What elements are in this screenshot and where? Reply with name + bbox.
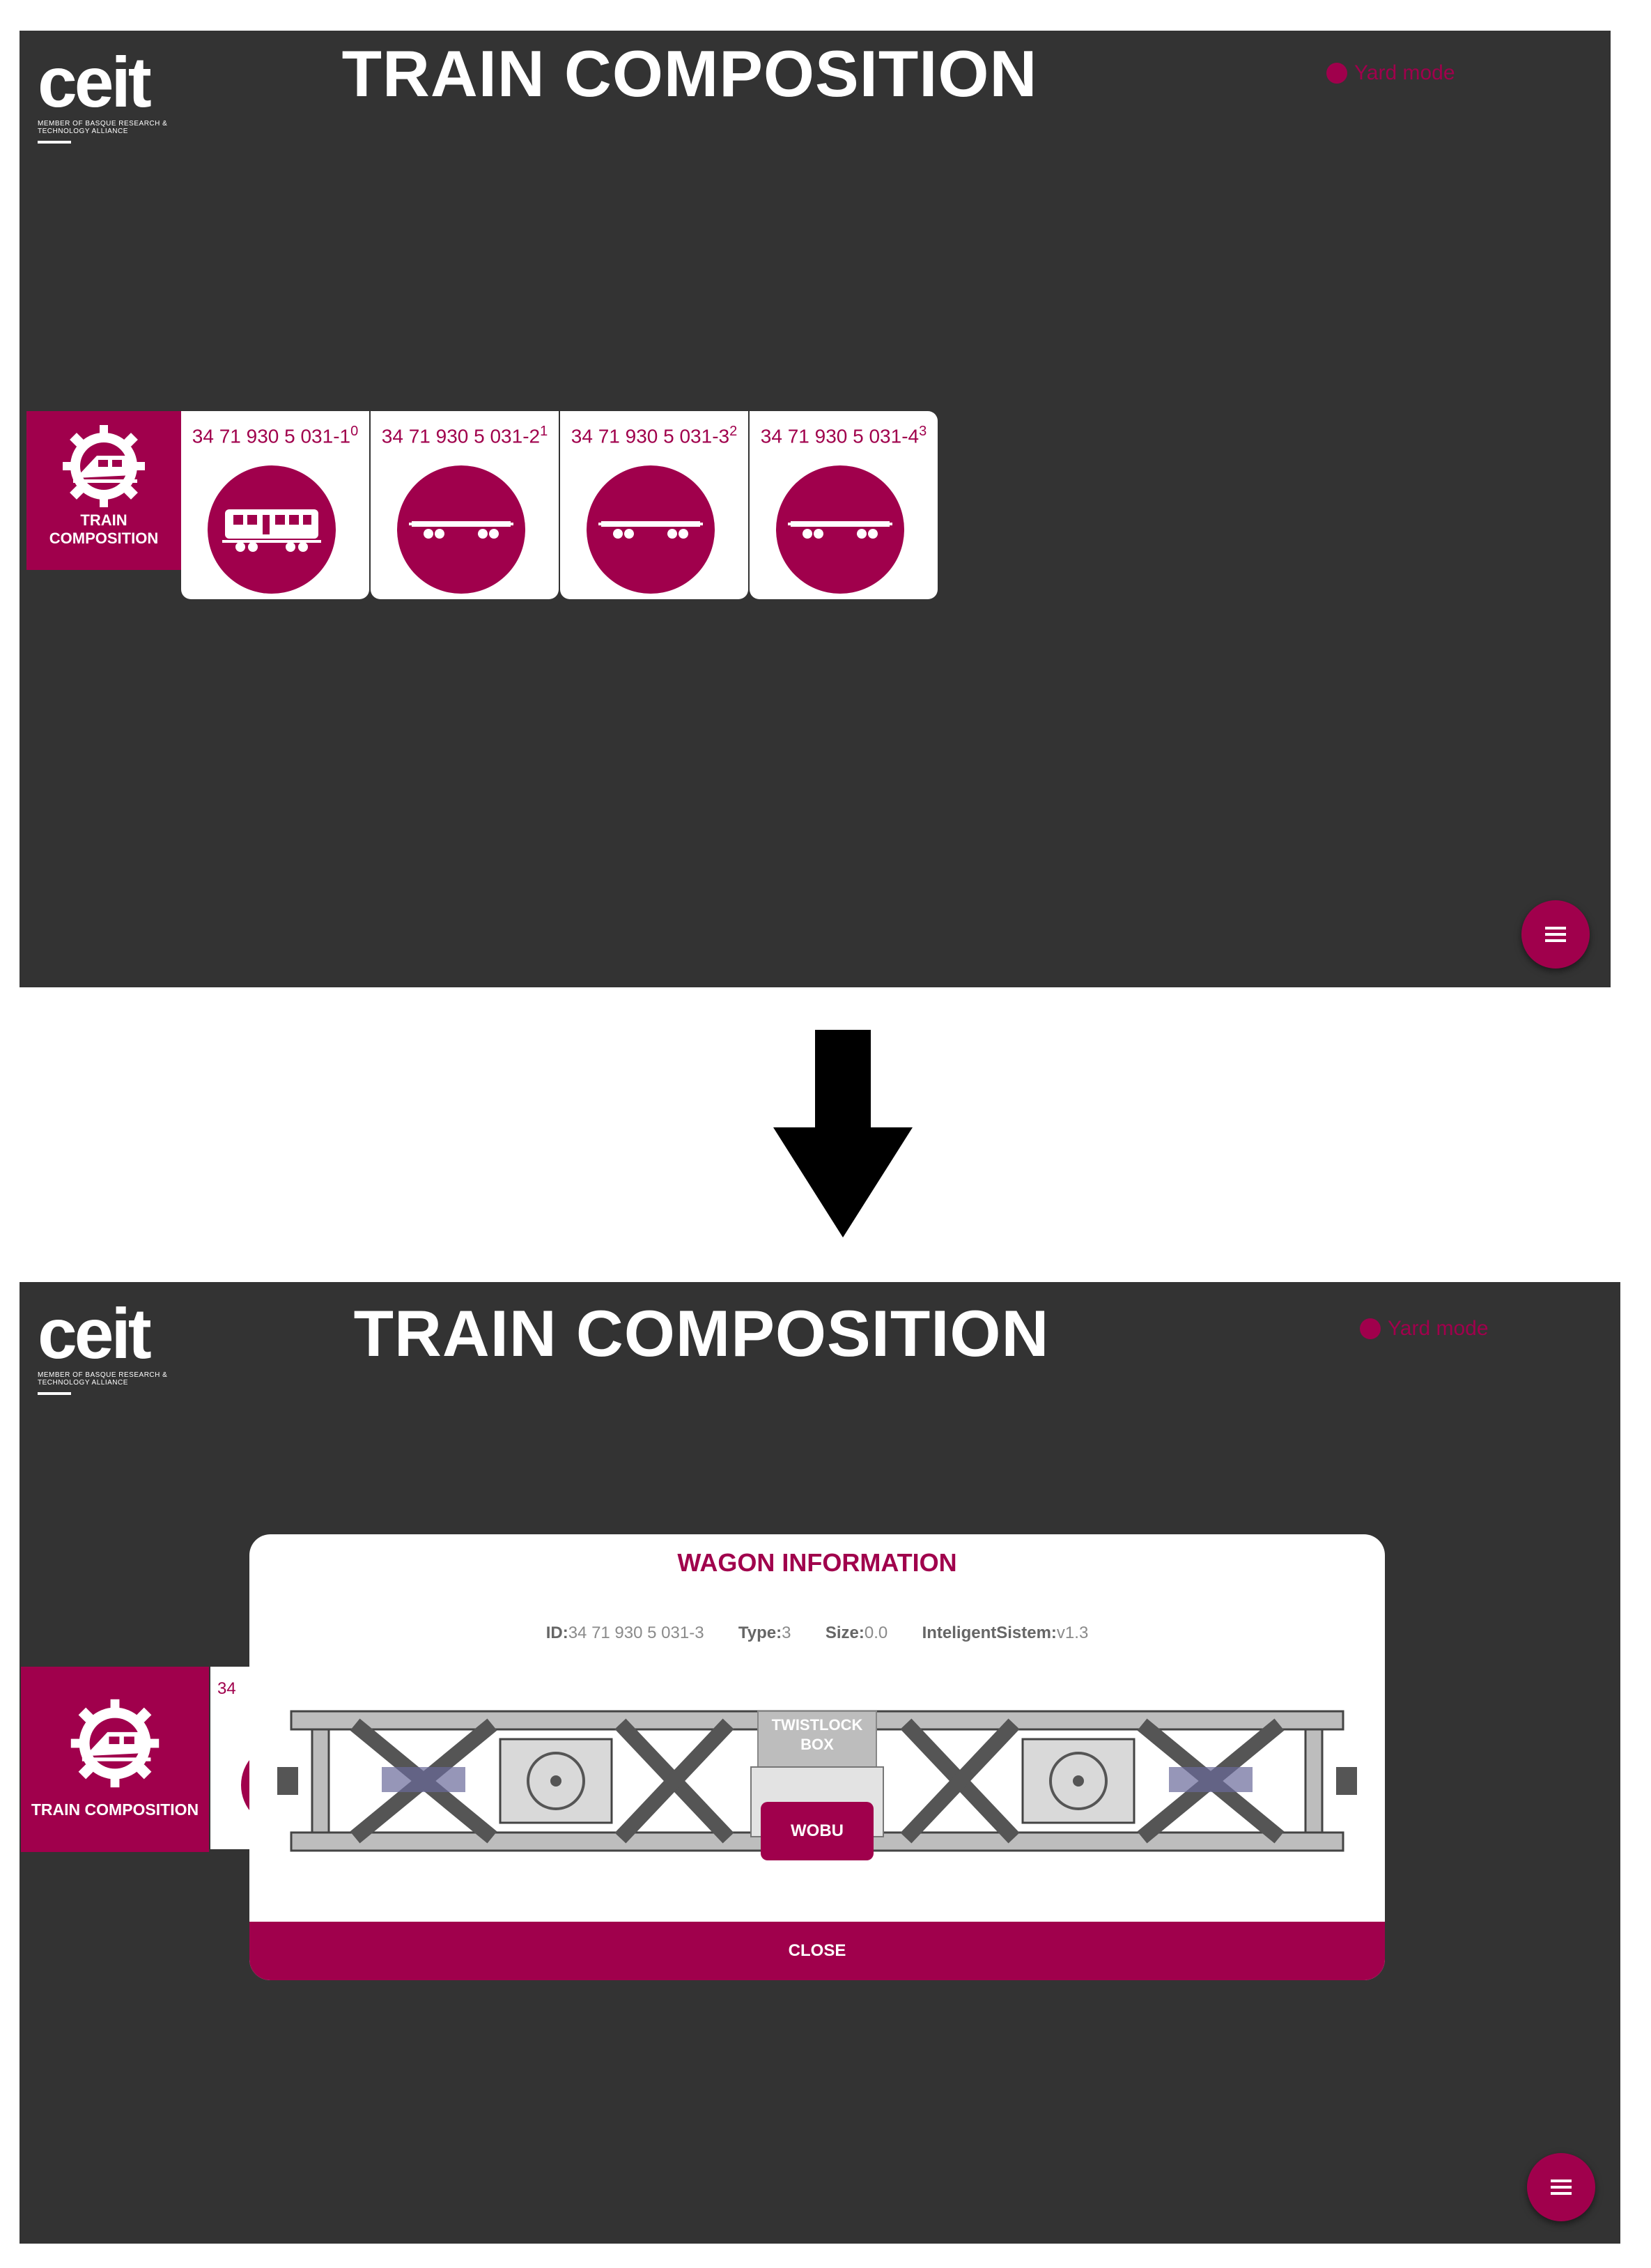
- yard-mode-toggle[interactable]: Yard mode: [1326, 61, 1455, 85]
- modal-title: WAGON INFORMATION: [677, 1548, 957, 1577]
- wagon-index: 3: [919, 424, 927, 439]
- hamburger-menu-icon: [1551, 2186, 1572, 2189]
- wagon-id: 34 71 930 5 031-32: [571, 424, 738, 447]
- yard-mode-toggle[interactable]: Yard mode: [1360, 1317, 1489, 1341]
- system-value: v1.3: [1056, 1623, 1089, 1642]
- wagon-button[interactable]: [208, 465, 336, 594]
- train-composition-tile[interactable]: TRAIN COMPOSITION: [21, 1667, 209, 1852]
- wagon-details: ID:34 71 930 5 031-3 Type:3 Size:0.0 Int…: [249, 1623, 1385, 1643]
- yard-mode-dot-icon: [1326, 63, 1347, 84]
- wagon-index: 2: [729, 424, 738, 439]
- logo-wordmark: ceit: [38, 1294, 152, 1373]
- ceit-logo: ceit MEMBER OF BASQUE RESEARCH & TECHNOL…: [38, 47, 177, 144]
- wobu-button[interactable]: WOBU: [761, 1802, 874, 1860]
- id-label: ID:: [545, 1623, 568, 1642]
- wagon-id: 34 71 930 5 031-21: [381, 424, 548, 447]
- train-gear-icon: [63, 425, 145, 507]
- type-value: 3: [782, 1623, 791, 1642]
- menu-fab[interactable]: [1527, 2153, 1595, 2221]
- close-button[interactable]: CLOSE: [249, 1922, 1385, 1980]
- yard-mode-label: Yard mode: [1388, 1317, 1489, 1340]
- wagon-id-fragment: 34: [217, 1679, 236, 1698]
- wagon-id: 34 71 930 5 031-10: [192, 424, 359, 447]
- train-gear-icon: [70, 1699, 160, 1788]
- passenger-car-icon: [222, 509, 321, 552]
- logo-subtitle: MEMBER OF BASQUE RESEARCH & TECHNOLOGY A…: [38, 120, 168, 135]
- size-label: Size:: [825, 1623, 865, 1642]
- page-title: TRAIN COMPOSITION: [341, 37, 1038, 110]
- size-value: 0.0: [864, 1623, 888, 1642]
- logo-wordmark: ceit: [38, 43, 152, 122]
- yard-mode-dot-icon: [1360, 1318, 1381, 1339]
- tile-label-line2: COMPOSITION: [49, 530, 159, 547]
- page-title: TRAIN COMPOSITION: [353, 1297, 1050, 1370]
- wagon-button[interactable]: [776, 465, 904, 594]
- yard-mode-label: Yard mode: [1354, 61, 1455, 84]
- train-composition-tile[interactable]: TRAIN COMPOSITION: [26, 411, 181, 570]
- wagon-card[interactable]: 34 71 930 5 031-21: [371, 411, 559, 599]
- wagon-id: 34 71 930 5 031-43: [760, 424, 927, 447]
- logo-subtitle: MEMBER OF BASQUE RESEARCH & TECHNOLOGY A…: [38, 1371, 168, 1387]
- logo-underline: [38, 1392, 71, 1395]
- wagon-information-modal: WAGON INFORMATION ID:34 71 930 5 031-3 T…: [249, 1534, 1385, 1980]
- screenshot-train-composition: ceit MEMBER OF BASQUE RESEARCH & TECHNOL…: [20, 31, 1611, 987]
- flat-wagon-icon: [788, 521, 892, 539]
- menu-fab[interactable]: [1521, 900, 1590, 969]
- wagon-button[interactable]: [587, 465, 715, 594]
- logo-underline: [38, 141, 71, 144]
- flat-wagon-icon: [409, 521, 513, 539]
- id-value: 34 71 930 5 031-3: [568, 1623, 704, 1642]
- flat-wagon-icon: [598, 521, 703, 539]
- arrow-down-icon: [773, 1030, 913, 1237]
- system-label: InteligentSistem:: [922, 1623, 1057, 1642]
- ceit-logo: ceit MEMBER OF BASQUE RESEARCH & TECHNOL…: [38, 1294, 177, 1395]
- wagon-card[interactable]: 34 71 930 5 031-10: [181, 411, 369, 599]
- wagon-card[interactable]: 34 71 930 5 031-32: [560, 411, 748, 599]
- tile-label: TRAIN COMPOSITION: [31, 1800, 199, 1819]
- type-label: Type:: [738, 1623, 782, 1642]
- screenshot-wagon-information: ceit MEMBER OF BASQUE RESEARCH & TECHNOL…: [20, 1282, 1620, 2244]
- hamburger-menu-icon: [1545, 933, 1566, 936]
- wagon-button[interactable]: [397, 465, 525, 594]
- wagon-index: 1: [540, 424, 548, 439]
- wagon-index: 0: [350, 424, 359, 439]
- wagon-card[interactable]: 34 71 930 5 031-43: [750, 411, 938, 599]
- tile-label-line1: TRAIN: [80, 511, 127, 529]
- wagon-list: 34 71 930 5 031-10 34 71 930 5 031-21: [181, 411, 939, 599]
